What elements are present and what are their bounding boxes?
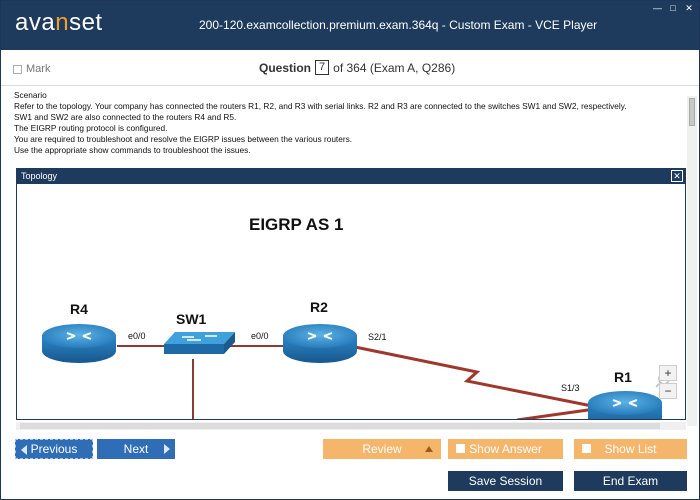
previous-label: Previous (30, 442, 78, 456)
sw1-label: SW1 (176, 311, 207, 327)
scenario-line: Scenario (14, 90, 47, 100)
router-r1-icon[interactable] (588, 391, 662, 420)
link-r1-down-serial (516, 407, 596, 419)
window-controls: — □ ✕ (653, 3, 693, 13)
question-total: of 364 (Exam A, Q286) (333, 60, 456, 75)
question-indicator: Question 7 of 364 (Exam A, Q286) (259, 60, 455, 75)
horizontal-scrollbar-thumb[interactable] (20, 423, 660, 429)
scenario-line: SW1 and SW2 are also connected to the ro… (14, 112, 237, 122)
next-button[interactable]: Next (97, 439, 175, 459)
minimize-icon[interactable]: — (653, 3, 662, 13)
r1-label: R1 (614, 369, 632, 385)
scenario-line: Refer to the topology. Your company has … (14, 101, 627, 111)
avanset-logo: avanset (15, 9, 103, 36)
r1-s13-label: S1/3 (561, 383, 580, 393)
end-exam-button[interactable]: End Exam (574, 471, 687, 491)
show-list-button[interactable]: Show List (574, 439, 687, 459)
show-answer-button[interactable]: Show Answer (448, 439, 563, 459)
arrow-right-icon (164, 444, 170, 454)
question-bar: Mark Question 7 of 364 (Exam A, Q286) (1, 50, 699, 86)
window-title: 200-120.examcollection.premium.exam.364q… (199, 18, 598, 32)
end-exam-label: End Exam (602, 474, 659, 488)
save-session-label: Save Session (468, 474, 543, 488)
review-label: Review (362, 442, 402, 456)
zoom-controls: + − (659, 365, 677, 399)
question-word: Question (259, 60, 312, 75)
show-answer-label: Show Answer (469, 442, 542, 456)
switch-sw1-icon[interactable] (164, 332, 235, 354)
link-r2-r1-serial (354, 345, 593, 408)
previous-button[interactable]: Previous (15, 439, 93, 459)
save-session-button[interactable]: Save Session (448, 471, 563, 491)
topology-panel: Topology ✕ EIGRP AS 1 (16, 168, 686, 420)
maximize-icon[interactable]: □ (670, 3, 676, 13)
review-button[interactable]: Review (323, 439, 441, 459)
scrollbar-thumb[interactable] (689, 98, 695, 126)
question-number-input[interactable]: 7 (315, 60, 330, 75)
checkbox-icon (456, 444, 465, 453)
router-r4-icon[interactable] (42, 324, 116, 363)
caret-up-icon (425, 446, 433, 452)
scenario-text: Scenario Refer to the topology. Your com… (14, 90, 684, 156)
topology-diagram: EIGRP AS 1 R4 e0/0 SW1 (42, 215, 670, 420)
title-bar: avanset 200-120.examcollection.premium.e… (1, 1, 699, 50)
scenario-line: The EIGRP routing protocol is configured… (14, 123, 168, 133)
r4-e00-label: e0/0 (128, 331, 146, 341)
r2-label: R2 (310, 299, 328, 315)
zoom-out-icon[interactable]: − (659, 383, 677, 399)
arrow-left-icon (21, 445, 27, 455)
next-label: Next (123, 442, 149, 456)
zoom-in-icon[interactable]: + (659, 365, 677, 381)
r4-label: R4 (70, 301, 88, 317)
checkbox-icon[interactable] (13, 64, 22, 74)
scenario-line: Use the appropriate show commands to tro… (14, 145, 251, 155)
mark-label: Mark (26, 63, 51, 75)
horizontal-scrollbar[interactable] (16, 422, 686, 430)
close-icon[interactable]: ✕ (685, 3, 693, 13)
diagram-title: EIGRP AS 1 (249, 215, 343, 234)
mark-checkbox[interactable]: Mark (13, 63, 50, 75)
checkbox-icon (582, 444, 591, 453)
vertical-scrollbar[interactable] (687, 96, 697, 426)
topology-close-icon[interactable]: ✕ (671, 170, 683, 182)
r2-s21-label: S2/1 (368, 332, 387, 342)
show-list-label: Show List (604, 442, 657, 456)
r2-e00-label: e0/0 (251, 331, 269, 341)
router-r2-icon[interactable] (283, 324, 357, 363)
scenario-line: You are required to troubleshoot and res… (14, 134, 353, 144)
topology-header: Topology (17, 169, 685, 184)
topology-title: Topology (21, 171, 58, 181)
